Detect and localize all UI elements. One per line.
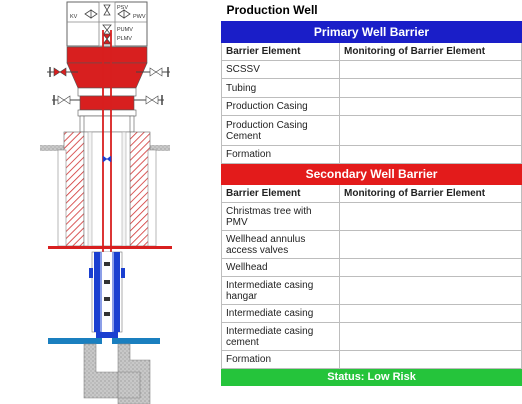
secondary-row-monitoring bbox=[339, 258, 522, 277]
swab-valve-icon bbox=[103, 4, 111, 16]
well-barrier-diagram: KV PSV PWV PUMV PLMV bbox=[40, 1, 172, 404]
primary-row-element: Formation bbox=[221, 145, 340, 164]
primary-col-monitoring: Monitoring of Barrier Element bbox=[339, 42, 522, 61]
tubing bbox=[102, 30, 112, 252]
secondary-row-monitoring bbox=[339, 350, 522, 369]
secondary-row-element: Christmas tree with PMV bbox=[221, 202, 340, 231]
secondary-col-monitoring: Monitoring of Barrier Element bbox=[339, 184, 522, 203]
annulus-valve-left-upper-icon bbox=[47, 67, 78, 77]
secondary-row-element: Formation bbox=[221, 350, 340, 369]
secondary-row-monitoring bbox=[339, 322, 522, 351]
primary-row-element: Production Casing bbox=[221, 97, 340, 116]
annulus-valve-right-upper-icon bbox=[136, 67, 170, 77]
casing-cement bbox=[83, 343, 151, 404]
primary-row-element: SCSSV bbox=[221, 60, 340, 79]
pwv-label: PWV bbox=[133, 14, 146, 20]
wellhead bbox=[66, 46, 148, 133]
secondary-row-element: Intermediate casing cement bbox=[221, 322, 340, 351]
lower-completion bbox=[89, 251, 125, 338]
secondary-barrier-heading: Secondary Well Barrier bbox=[221, 163, 522, 185]
psv-label: PSV bbox=[117, 5, 128, 11]
secondary-row-monitoring bbox=[339, 276, 522, 305]
primary-row-monitoring bbox=[339, 145, 522, 164]
wing-valve-icon bbox=[117, 9, 131, 19]
secondary-row-element: Wellhead bbox=[221, 258, 340, 277]
pumv-label: PUMV bbox=[117, 27, 133, 33]
primary-row-monitoring bbox=[339, 78, 522, 98]
lower-master-valve-icon bbox=[102, 33, 112, 45]
primary-row-element: Tubing bbox=[221, 78, 340, 98]
plmv-label: PLMV bbox=[117, 36, 132, 42]
primary-col-element: Barrier Element bbox=[221, 42, 340, 61]
secondary-row-element: Wellhead annulus access valves bbox=[221, 230, 340, 259]
secondary-row-element: Intermediate casing hangar bbox=[221, 276, 340, 305]
primary-row-monitoring bbox=[339, 97, 522, 116]
annulus-valve-left-lower-icon bbox=[52, 95, 80, 105]
liner-hanger bbox=[48, 338, 160, 344]
barrier-table: Production Well Primary Well Barrier Bar… bbox=[221, 0, 522, 386]
secondary-row-monitoring bbox=[339, 304, 522, 323]
secondary-col-element: Barrier Element bbox=[221, 184, 340, 203]
scssv-icon bbox=[102, 155, 112, 163]
table-title: Production Well bbox=[226, 3, 318, 17]
primary-row-element: Production Casing Cement bbox=[221, 115, 340, 146]
primary-row-monitoring bbox=[339, 60, 522, 79]
kv-label: KV bbox=[70, 14, 78, 20]
secondary-row-monitoring bbox=[339, 202, 522, 231]
christmas-tree: KV PSV PWV PUMV PLMV bbox=[66, 1, 148, 47]
secondary-row-monitoring bbox=[339, 230, 522, 259]
status-badge: Status: Low Risk bbox=[221, 368, 522, 386]
kill-valve-icon bbox=[84, 9, 98, 19]
outer-casing-hatch bbox=[57, 131, 157, 247]
secondary-row-element: Intermediate casing bbox=[221, 304, 340, 323]
primary-row-monitoring bbox=[339, 115, 522, 146]
barrier-table-panel: Production Well Primary Well Barrier Bar… bbox=[221, 0, 522, 404]
production-packer bbox=[48, 246, 172, 249]
primary-barrier-heading: Primary Well Barrier bbox=[221, 21, 522, 43]
annulus-valve-right-lower-icon bbox=[134, 95, 164, 105]
